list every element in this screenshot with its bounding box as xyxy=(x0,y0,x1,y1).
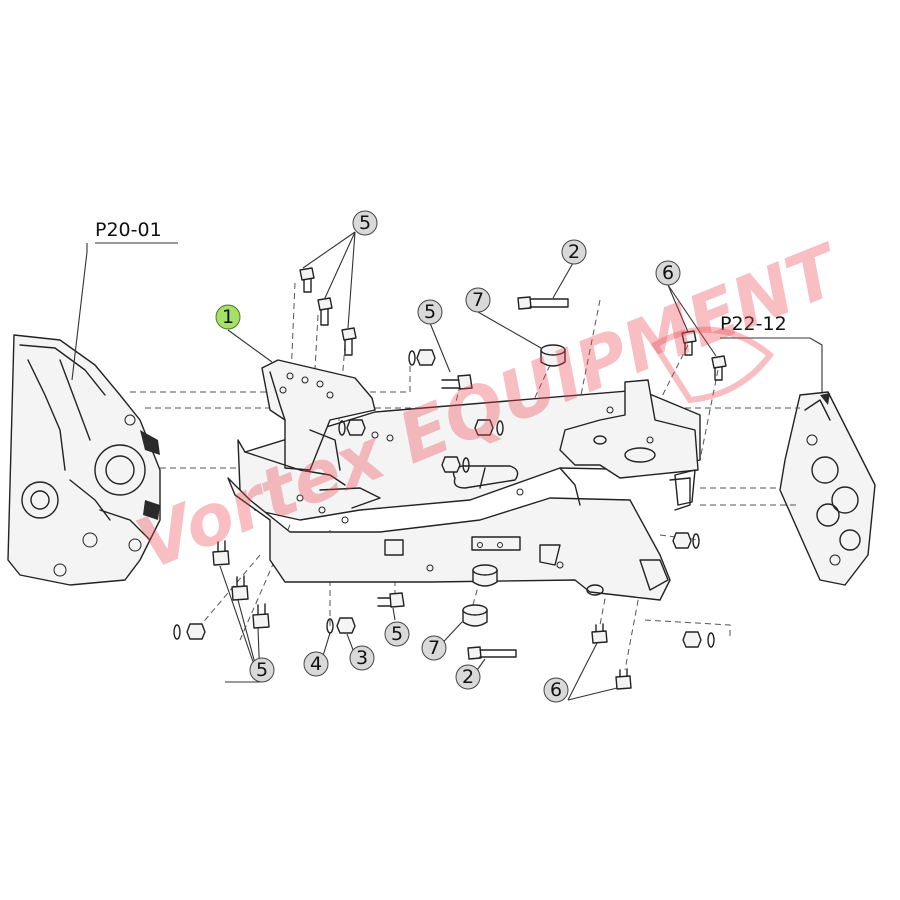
callout-6-top: 6 xyxy=(655,260,681,286)
svg-text:4: 4 xyxy=(310,653,322,675)
nut-icon xyxy=(173,623,206,640)
callout-7-bottom: 7 xyxy=(421,635,447,661)
svg-text:7: 7 xyxy=(428,637,440,659)
hardware xyxy=(173,267,727,690)
callout-5-top: 5 xyxy=(352,210,378,236)
bolt-icon xyxy=(212,540,230,566)
callout-2-bottom: 2 xyxy=(455,664,481,690)
transmission-housing-left xyxy=(7,334,161,586)
nut-icon xyxy=(672,532,700,549)
nut-icon xyxy=(326,617,356,634)
long-bolt-icon xyxy=(467,646,517,660)
bolt-icon xyxy=(341,327,357,356)
ref-p20-01: P20-01 xyxy=(95,219,162,241)
nut-icon xyxy=(441,456,470,473)
callout-leaders xyxy=(219,231,717,701)
nut-icon xyxy=(474,419,504,436)
svg-text:1: 1 xyxy=(222,306,234,328)
svg-text:5: 5 xyxy=(391,623,403,645)
callout-7-top: 7 xyxy=(465,287,491,313)
label-p20-01: P20-01 xyxy=(71,219,178,381)
svg-text:5: 5 xyxy=(424,301,436,323)
callout-2-top: 2 xyxy=(561,239,587,265)
svg-text:6: 6 xyxy=(662,262,674,284)
svg-text:2: 2 xyxy=(462,666,474,688)
bushing-icon xyxy=(472,564,498,587)
bolt-icon xyxy=(317,297,333,326)
bolt-icon xyxy=(681,330,697,356)
nut-icon xyxy=(408,349,436,366)
bolt-icon xyxy=(252,603,270,629)
bolt-icon xyxy=(441,374,473,390)
svg-text:6: 6 xyxy=(550,679,562,701)
long-bolt-icon xyxy=(517,296,569,310)
callout-5-mid: 5 xyxy=(417,299,443,325)
nut-icon xyxy=(682,631,715,648)
bolt-icon xyxy=(615,668,632,690)
callout-3: 3 xyxy=(349,645,375,671)
callout-6-bottom: 6 xyxy=(543,677,569,703)
callout-highlight-icon xyxy=(215,304,241,330)
svg-text:3: 3 xyxy=(356,647,368,669)
bolt-icon xyxy=(231,575,249,601)
label-p22-12: P22-12 xyxy=(720,313,823,392)
callout-5-bottom-right: 5 xyxy=(384,621,410,647)
callout-1: 1 xyxy=(215,304,241,330)
mounting-plate-right xyxy=(779,391,876,586)
callout-4: 4 xyxy=(303,651,329,677)
svg-text:5: 5 xyxy=(256,659,268,681)
bolt-icon xyxy=(711,355,727,381)
bolt-icon xyxy=(377,592,405,608)
svg-text:5: 5 xyxy=(359,212,371,234)
bushing-icon xyxy=(462,604,488,627)
ref-p22-12: P22-12 xyxy=(720,313,787,335)
svg-text:2: 2 xyxy=(568,241,580,263)
nut-icon xyxy=(338,419,366,436)
callout-5-bottom-left: 5 xyxy=(249,657,275,683)
bolt-icon xyxy=(591,623,608,644)
svg-text:7: 7 xyxy=(472,289,484,311)
bolt-icon xyxy=(299,267,315,293)
bushing-icon xyxy=(540,344,566,367)
